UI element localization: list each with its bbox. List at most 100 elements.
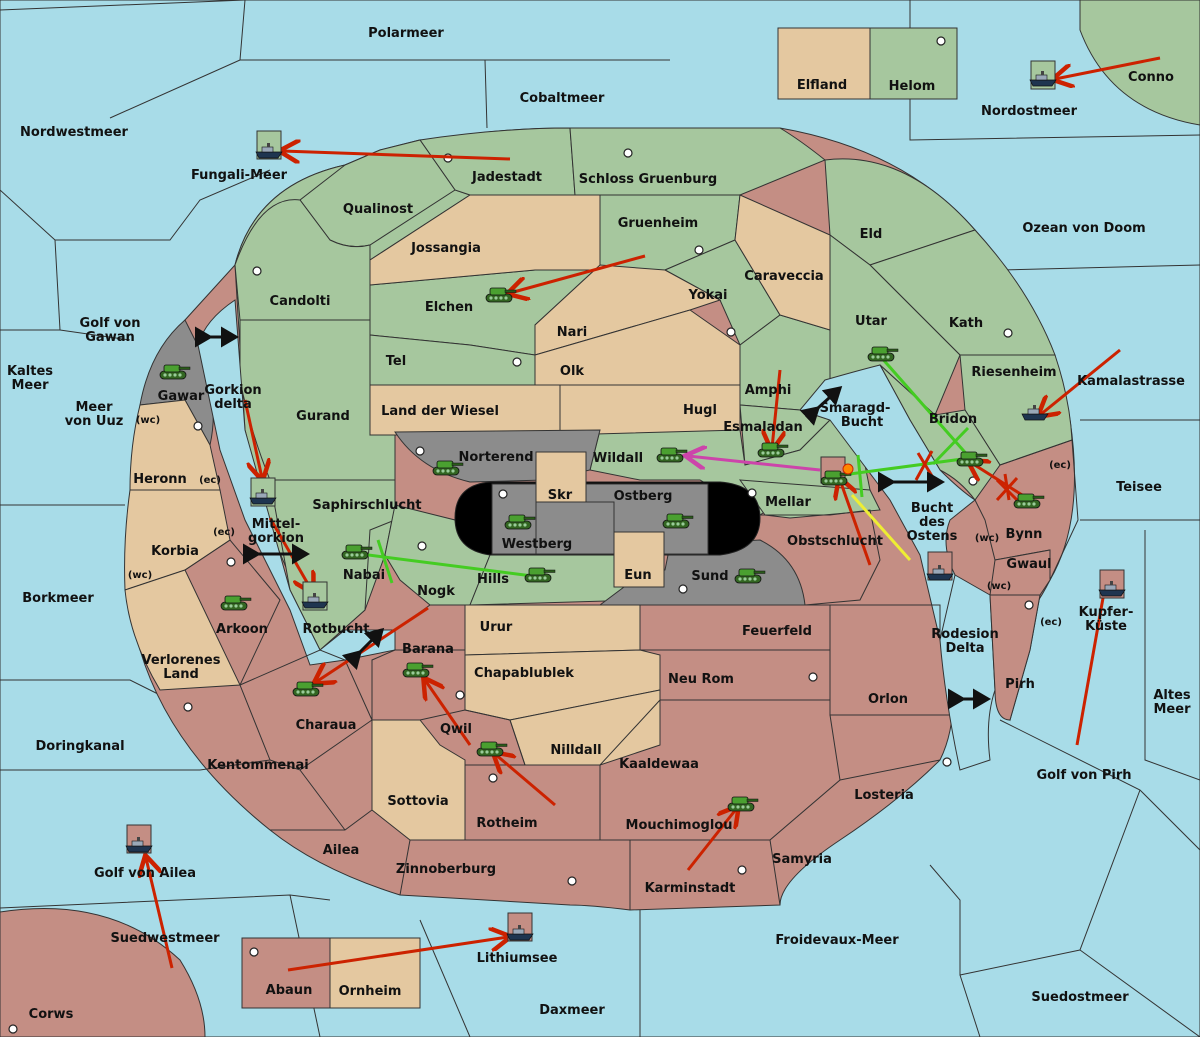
region-gwaul[interactable] (989, 549, 1051, 596)
supply-center-dot (968, 476, 978, 486)
support-line (834, 456, 971, 478)
label-esmaladan: Esmaladan (723, 420, 803, 435)
label-nordwestmeer: Nordwestmeer (20, 125, 128, 140)
supply-center-dot (1024, 600, 1034, 610)
label-rodesion-1: Rodesion (931, 627, 998, 642)
label-mittel-1: Mittel- (252, 517, 301, 532)
region-labels: Polarmeer Cobaltmeer Elfland Helom Conno… (7, 26, 1191, 1022)
move-arrow (1040, 348, 1121, 415)
double-arrow-icon (195, 326, 991, 710)
label-altes-1: Altes (1153, 688, 1191, 703)
label-elchen: Elchen (425, 300, 473, 315)
move-line (1075, 597, 1105, 746)
region-candolti-n[interactable] (234, 199, 371, 321)
label-arkoon: Arkoon (216, 622, 268, 637)
label-orlon: Orlon (868, 692, 908, 707)
label-sottovia: Sottovia (387, 794, 448, 809)
label-corws: Corws (29, 1007, 74, 1022)
label-verloren-2: Land (163, 667, 199, 682)
region-elfland[interactable] (777, 27, 871, 100)
label-korbia: Korbia (151, 544, 199, 559)
supply-center-dot (623, 148, 633, 158)
label-rotbucht: Rotbucht (303, 622, 370, 637)
label-gruenheim: Gruenheim (618, 216, 698, 231)
region-westberg-s[interactable] (535, 501, 615, 555)
move-arrow (287, 937, 508, 972)
label-qwil: Qwil (440, 722, 472, 737)
support-line (376, 539, 394, 584)
label-rotheim: Rotheim (476, 816, 537, 831)
label-ailea: Ailea (323, 843, 360, 858)
supply-center-dot (694, 245, 704, 255)
label-skr: Skr (548, 488, 573, 503)
label-feuerfeld: Feuerfeld (742, 624, 812, 639)
move-arrow (495, 754, 556, 807)
label-mouchimoglou: Mouchimoglou (626, 818, 733, 833)
region-sund[interactable] (598, 539, 806, 606)
supply-center-dot (417, 541, 427, 551)
explosion-icon (842, 463, 854, 475)
move-arrow (282, 151, 511, 159)
label-sund: Sund (691, 569, 728, 584)
region-skr-top[interactable] (535, 451, 587, 503)
label-heronn: Heronn (133, 472, 187, 487)
label-candolti: Candolti (270, 294, 331, 309)
region-pirh[interactable] (989, 594, 1041, 721)
label-wc: (wc) (975, 533, 999, 544)
label-polarmeer: Polarmeer (368, 26, 444, 41)
supply-center-dot (193, 421, 203, 431)
label-meer-uuz-1: Meer (76, 400, 114, 415)
convoy-arrow (688, 456, 821, 472)
label-chapa: Chapablublek (474, 666, 574, 681)
label-ornheim: Ornheim (339, 984, 402, 999)
label-golf-pirh: Golf von Pirh (1036, 768, 1131, 783)
label-jadestadt: Jadestadt (471, 170, 542, 185)
label-helom: Helom (889, 79, 936, 94)
label-barana: Barana (402, 642, 454, 657)
supply-center-dot (498, 489, 508, 499)
label-land-wiesel: Land der Wiesel (381, 404, 499, 419)
label-wildall: Wildall (593, 451, 643, 466)
label-jossangia: Jossangia (410, 241, 481, 256)
supply-center-dot (249, 947, 259, 957)
supply-center-dot (936, 36, 946, 46)
label-nilldall: Nilldall (550, 743, 601, 758)
label-conno: Conno (1128, 70, 1174, 85)
region-olk[interactable] (534, 309, 741, 386)
label-golf-ailea: Golf von Ailea (94, 866, 196, 881)
supply-center-dot (737, 865, 747, 875)
label-eld: Eld (860, 227, 883, 242)
label-suedwestmeer: Suedwestmeer (110, 931, 220, 946)
region-eun-top[interactable] (613, 531, 665, 588)
label-kupfer-2: Küste (1085, 619, 1127, 634)
label-urur: Urur (480, 620, 513, 635)
label-mittel-2: gorkion (248, 531, 304, 546)
supply-center-dot (415, 446, 425, 456)
support-line (850, 494, 912, 561)
region-verlorenes-land[interactable] (124, 569, 241, 691)
move-arrow (1055, 56, 1161, 79)
region-ornheim[interactable] (329, 937, 421, 1009)
move-arrow (243, 399, 262, 478)
inlet-rodesion[interactable] (939, 574, 996, 771)
label-amphi: Amphi (745, 383, 792, 398)
label-qualinost: Qualinost (343, 202, 413, 217)
region-caraveccia[interactable] (734, 194, 831, 331)
move-arrow (146, 858, 174, 969)
move-arrow (772, 369, 780, 448)
move-arrow (510, 254, 646, 293)
label-froidevaux: Froidevaux-Meer (775, 933, 899, 948)
label-lithium: Lithiumsee (477, 951, 558, 966)
supply-center-dot (747, 488, 757, 498)
label-kaltes-2: Meer (12, 378, 50, 393)
supply-center-dot (512, 357, 522, 367)
supply-center-dot (252, 266, 262, 276)
support-line (931, 426, 970, 466)
label-riesenheim: Riesenheim (971, 365, 1056, 380)
label-kaltes-1: Kaltes (7, 364, 53, 379)
label-utar: Utar (855, 314, 888, 329)
region-corws[interactable] (0, 907, 206, 1037)
supply-center-dot (488, 773, 498, 783)
region-hugl[interactable] (559, 384, 741, 436)
